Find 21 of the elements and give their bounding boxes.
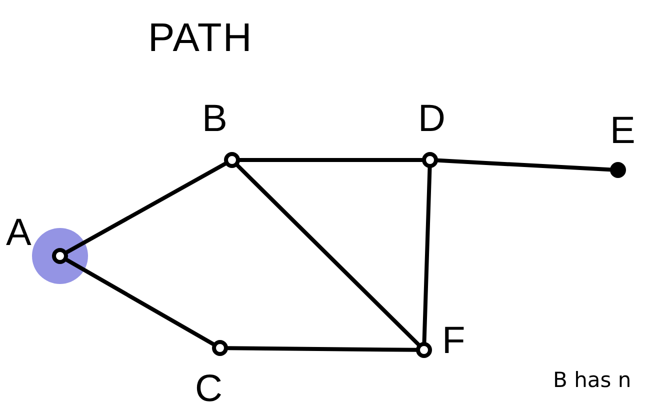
title: PATH (148, 18, 253, 58)
graph-edge (236, 164, 420, 346)
graph-edge (64, 258, 216, 346)
vertex-label: E (610, 112, 636, 150)
vertex-label: D (418, 100, 446, 138)
graph-vertex (422, 152, 438, 168)
graph-edge (64, 162, 228, 254)
vertex-label: B (202, 100, 228, 138)
graph-vertex (610, 162, 626, 178)
note-text: B has n (553, 370, 632, 391)
vertex-label: F (442, 322, 466, 360)
graph-vertex (212, 340, 228, 356)
graph-edge (238, 158, 424, 162)
vertex-label: C (195, 370, 222, 408)
graph-vertex (52, 248, 68, 264)
graph-edge (226, 346, 418, 352)
graph-edge (422, 166, 432, 344)
graph-edge (436, 158, 612, 172)
graph-vertex (224, 152, 240, 168)
graph-vertex (416, 342, 432, 358)
vertex-label: A (6, 214, 32, 252)
